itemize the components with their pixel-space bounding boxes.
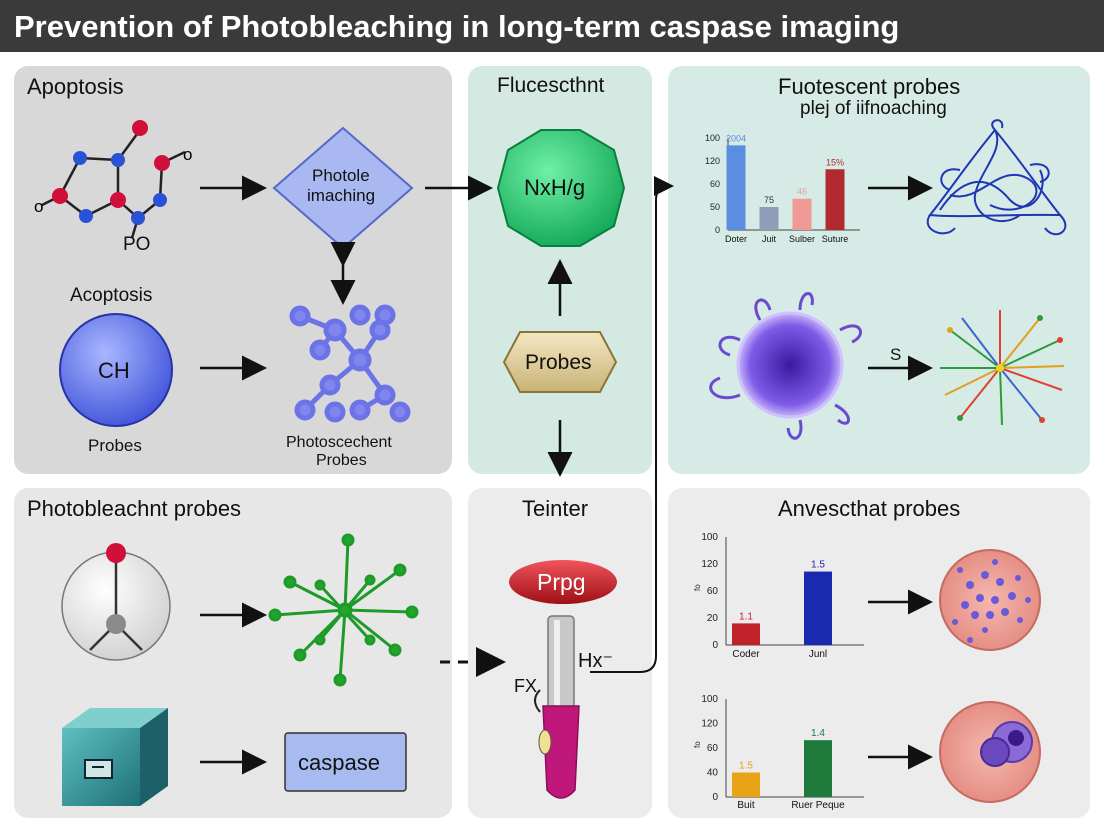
chart-data-label: 46	[797, 187, 807, 197]
pill-label: Prpg	[537, 569, 586, 595]
chart-bar	[804, 740, 832, 797]
anvescthat-heading: Anvescthat probes	[778, 496, 961, 521]
chart-y-axis-label: fo	[693, 741, 702, 748]
chart-y-axis-label: fo	[693, 584, 702, 591]
s-label: S	[890, 345, 902, 364]
chart-bar	[825, 169, 845, 230]
chart-y-tick-label: 120	[701, 559, 718, 570]
chart-category-label: Coder	[732, 649, 760, 660]
chart-bar	[732, 623, 760, 645]
chart-data-label: 1.5	[739, 761, 753, 772]
acoptosis-label: Acoptosis	[70, 285, 153, 306]
red-pill	[509, 560, 617, 604]
chart-category-label: Suture	[822, 234, 849, 244]
chart-data-label: 75	[764, 195, 774, 205]
atom-sphere-icon	[61, 543, 171, 661]
diamond-label-line1: Photole	[312, 166, 370, 185]
probes-hexagon	[502, 331, 618, 393]
chart-y-tick-label: 40	[707, 768, 719, 779]
chart-y-tick-label: 100	[705, 133, 720, 143]
starburst-icon	[940, 310, 1065, 426]
title-bar: Prevention of Photobleaching in long-ter…	[0, 0, 1104, 52]
chart-category-label: Buit	[737, 800, 754, 811]
probe-cluster-icon	[289, 304, 411, 423]
chart-category-label: Sulber	[789, 234, 815, 244]
chart-data-label: 2004	[726, 133, 746, 143]
cluster-label-line1: Photoscechent	[286, 434, 392, 451]
protein-network-icon	[926, 119, 1067, 235]
page-title: Prevention of Photobleaching in long-ter…	[14, 9, 900, 44]
caspase-label: caspase	[298, 750, 380, 775]
apoptosis-heading: Apoptosis	[27, 74, 124, 99]
chart-y-tick-label: 0	[712, 792, 718, 803]
chart-bar	[792, 198, 812, 230]
teal-cube-icon	[62, 708, 168, 806]
chart-y-tick-label: 0	[712, 640, 718, 651]
chart-category-label: Doter	[725, 234, 747, 244]
panel-fluorescent-probes	[668, 66, 1090, 474]
green-network-icon	[268, 533, 419, 687]
fluorescent-probes-subheading: plej of iifnoaching	[800, 98, 947, 119]
probes-button: Probes	[525, 351, 592, 374]
green-octagon	[496, 129, 626, 247]
diamond-label-line2: imaching	[307, 186, 376, 205]
molecule-label: PO	[123, 234, 151, 255]
chart-bar	[726, 145, 746, 230]
chart-category-label: Juit	[762, 234, 777, 244]
chart-y-tick-label: 50	[710, 202, 720, 212]
photobleaching-probes-heading: Photobleachnt probes	[27, 496, 242, 521]
svg-text:o: o	[34, 197, 43, 216]
chart-y-tick-label: 60	[707, 743, 719, 754]
ch-circle	[59, 313, 173, 427]
circle-label: CH	[98, 358, 130, 383]
test-tube-icon	[534, 615, 580, 799]
chart-category-label: Ruer Peque	[791, 800, 845, 811]
chart-bar	[759, 207, 779, 230]
chart-y-tick-label: 0	[715, 225, 720, 235]
chart-y-tick-label: 20	[707, 613, 719, 624]
cluster-label-line2: Probes	[316, 452, 367, 469]
molecule-icon: o o	[34, 120, 192, 239]
nucleus-cell-icon	[939, 701, 1041, 803]
chart-data-label: 15%	[826, 157, 844, 167]
svg-text:o: o	[183, 145, 192, 164]
fluorescent-heading: Flucescthnt	[497, 74, 605, 97]
cell-icon	[709, 292, 862, 440]
chart-y-tick-label: 120	[701, 719, 718, 730]
chart-bar	[804, 571, 832, 645]
chart-y-tick-label: 60	[707, 586, 719, 597]
fluorescent-probes-heading: Fuotescent probes	[778, 74, 961, 99]
chart-category-label: Junl	[809, 649, 827, 660]
chart-data-label: 1.5	[811, 560, 825, 571]
fx-label: FX	[514, 676, 538, 696]
chart-y-tick-label: 60	[710, 179, 720, 189]
teinter-heading: Teinter	[522, 496, 589, 521]
chart-bar	[732, 772, 760, 797]
hx-label: Hx⁻	[578, 650, 613, 672]
dotted-cell-icon	[939, 549, 1041, 651]
chart-data-label: 1.4	[811, 728, 825, 739]
chart-y-tick-label: 100	[701, 694, 718, 705]
octagon-label: NxH/g	[524, 175, 586, 200]
chart-y-tick-label: 120	[705, 156, 720, 166]
chart-data-label: 1.1	[739, 611, 753, 622]
caspase-box	[284, 732, 407, 792]
chart-y-tick-label: 100	[701, 532, 718, 543]
probes-label: Probes	[88, 436, 142, 455]
